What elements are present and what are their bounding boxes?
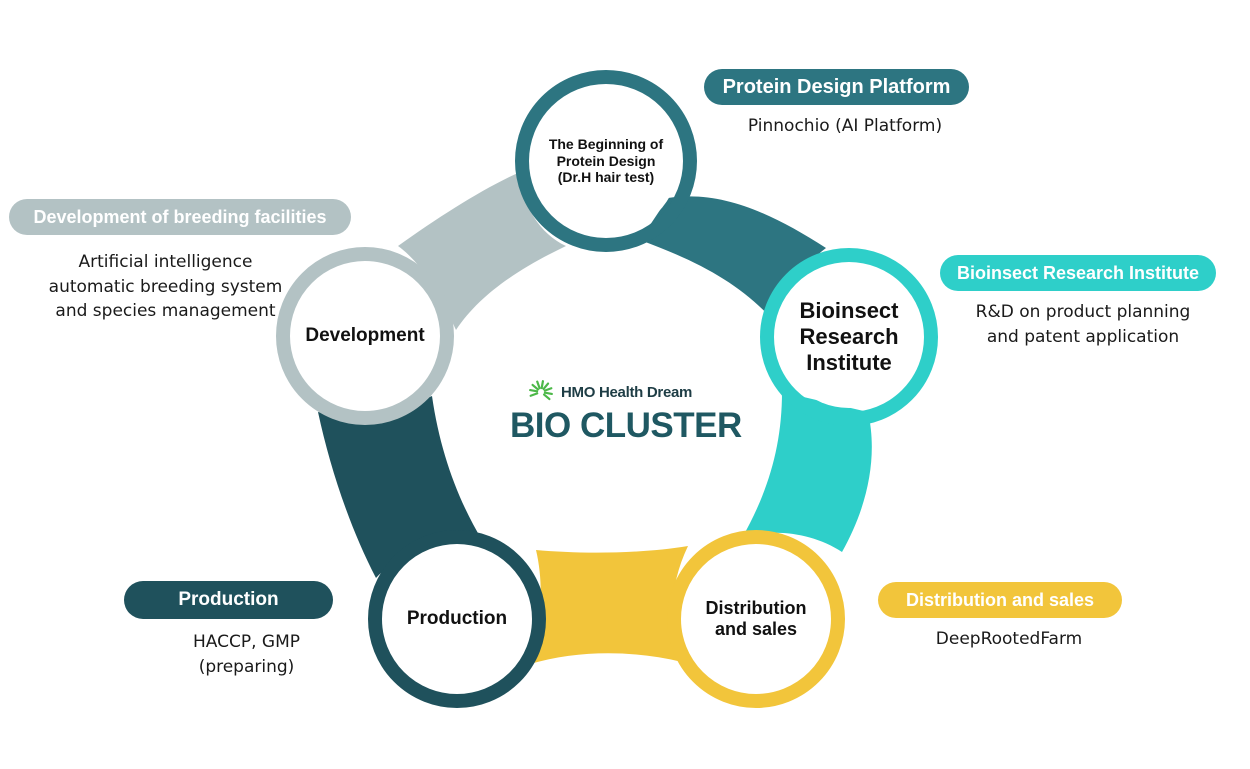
callout-production-desc: HACCP, GMP (preparing): [192, 632, 300, 677]
node-bioinsect-institute: Bioinsect Research Institute: [760, 248, 938, 426]
node-development-label: Development: [305, 324, 425, 346]
brand-title: BIO CLUSTER: [510, 406, 742, 445]
leaf-swirl-logo-icon: [529, 380, 553, 401]
connector-institute-distribution: [742, 392, 872, 552]
callout-protein-desc: Pinnochio (AI Platform): [747, 116, 943, 136]
connector-distribution-production: [530, 546, 688, 664]
node-production: Production: [368, 530, 546, 708]
callout-development-desc: Artificial intelligence automatic breedi…: [48, 252, 283, 322]
center-brand: HMO Health Dream BIO CLUSTER: [505, 376, 742, 446]
callout-protein-title: Protein Design Platform: [704, 69, 969, 105]
node-protein-design: The Beginning of Protein Design (Dr.H ha…: [515, 70, 697, 252]
callout-institute-title: Bioinsect Research Institute: [940, 255, 1216, 291]
node-distribution-sales-label: Distribution and sales: [705, 597, 807, 639]
callout-production-title: Production: [124, 581, 333, 619]
callout-distribution-title: Distribution and sales: [878, 582, 1122, 618]
node-production-label: Production: [406, 607, 508, 629]
node-bioinsect-institute-label: Bioinsect Research Institute: [799, 298, 899, 375]
brand-company-name: HMO Health Dream: [561, 384, 693, 401]
callout-institute-desc: R&D on product planning and patent appli…: [975, 302, 1191, 347]
callout-development-title: Development of breeding facilities: [9, 199, 351, 235]
node-distribution-sales: Distribution and sales: [667, 530, 845, 708]
callout-distribution-desc: DeepRootedFarm: [935, 629, 1083, 649]
node-protein-design-label: The Beginning of Protein Design (Dr.H ha…: [548, 136, 664, 186]
